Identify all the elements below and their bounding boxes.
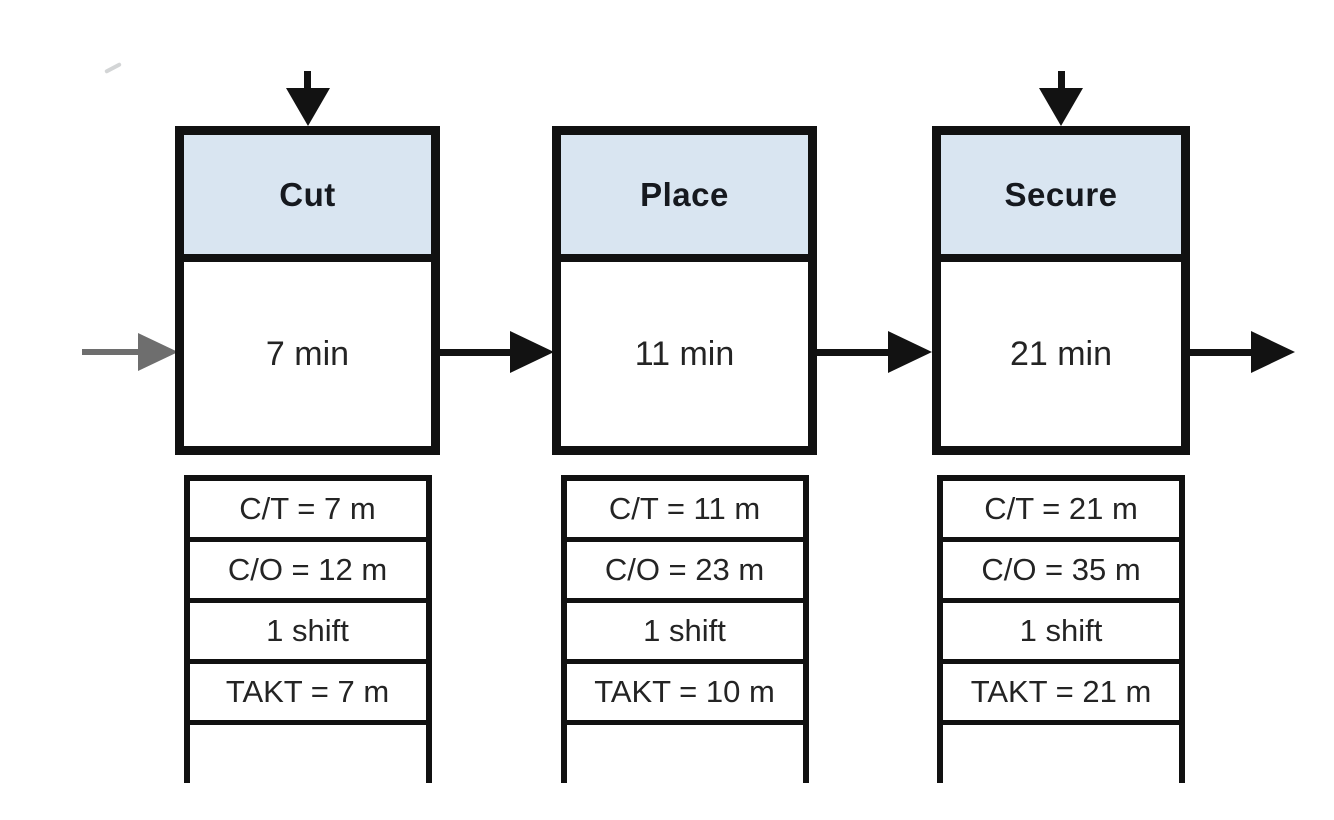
output-arrow-icon bbox=[1190, 331, 1295, 373]
data-row-changeover: C/O = 23 m bbox=[566, 542, 803, 603]
output-arrow-shaft bbox=[1190, 348, 1251, 356]
process-column-cut: Cut 7 min C/T = 7 m C/O = 12 m 1 shift T… bbox=[175, 71, 440, 783]
process-name: Secure bbox=[941, 135, 1181, 262]
data-row-changeover: C/O = 35 m bbox=[943, 542, 1179, 603]
data-box-legs bbox=[937, 725, 1185, 783]
data-row-takt: TAKT = 21 m bbox=[943, 664, 1179, 725]
input-arrow-shaft bbox=[82, 349, 138, 355]
flow-arrow-icon bbox=[440, 331, 554, 373]
data-row-takt: TAKT = 7 m bbox=[189, 664, 426, 725]
down-arrow-icon bbox=[1039, 71, 1083, 126]
process-box-place: Place 11 min bbox=[552, 126, 817, 455]
process-time: 21 min bbox=[1009, 334, 1113, 373]
process-column-place: Place 11 min C/T = 11 m C/O = 23 m 1 shi… bbox=[552, 126, 817, 783]
flow-arrow-shaft bbox=[440, 348, 510, 356]
flow-arrow-head bbox=[888, 331, 932, 373]
data-row-shifts: 1 shift bbox=[566, 603, 803, 664]
down-arrow-head bbox=[285, 88, 330, 126]
down-arrow-icon bbox=[285, 71, 330, 126]
data-box-legs bbox=[560, 725, 809, 783]
data-row-cycle-time: C/T = 21 m bbox=[943, 481, 1179, 542]
process-name: Place bbox=[561, 135, 808, 262]
data-row-cycle-time: C/T = 11 m bbox=[566, 481, 803, 542]
data-row-shifts: 1 shift bbox=[189, 603, 426, 664]
data-row-changeover: C/O = 12 m bbox=[189, 542, 426, 603]
down-arrow-shaft bbox=[304, 71, 311, 88]
data-box-cut: C/T = 7 m C/O = 12 m 1 shift TAKT = 7 m bbox=[183, 475, 432, 725]
data-box-place: C/T = 11 m C/O = 23 m 1 shift TAKT = 10 … bbox=[560, 475, 809, 725]
output-arrow-head bbox=[1251, 331, 1295, 373]
process-column-secure: Secure 21 min C/T = 21 m C/O = 35 m 1 sh… bbox=[932, 71, 1190, 783]
down-arrow-head bbox=[1039, 88, 1083, 126]
process-box-cut: Cut 7 min bbox=[175, 126, 440, 455]
data-row-takt: TAKT = 10 m bbox=[566, 664, 803, 725]
data-row-shifts: 1 shift bbox=[943, 603, 1179, 664]
data-box-secure: C/T = 21 m C/O = 35 m 1 shift TAKT = 21 … bbox=[937, 475, 1185, 725]
process-time: 11 min bbox=[634, 334, 735, 373]
data-box-legs bbox=[183, 725, 432, 783]
flow-arrow-shaft bbox=[817, 348, 888, 356]
down-arrow-shaft bbox=[1057, 71, 1065, 88]
process-box-secure: Secure 21 min bbox=[932, 126, 1190, 455]
input-arrow-icon bbox=[82, 331, 178, 373]
process-time: 7 min bbox=[265, 334, 350, 373]
stray-mark bbox=[104, 62, 122, 74]
flow-arrow-icon bbox=[817, 331, 932, 373]
process-name: Cut bbox=[184, 135, 431, 262]
flow-arrow-head bbox=[510, 331, 554, 373]
data-row-cycle-time: C/T = 7 m bbox=[189, 481, 426, 542]
input-arrow-head bbox=[138, 333, 178, 371]
